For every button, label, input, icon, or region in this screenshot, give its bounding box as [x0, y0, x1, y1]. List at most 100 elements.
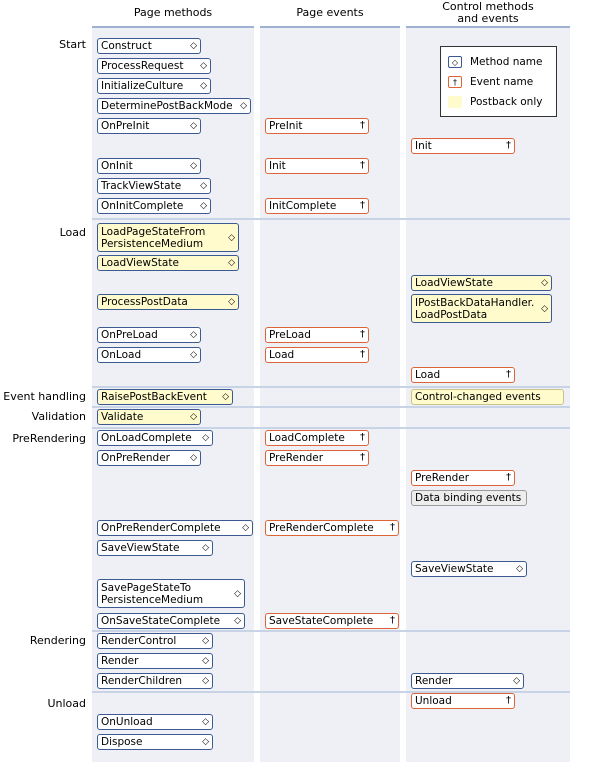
diamond-icon: ◇: [202, 656, 209, 666]
dagger-icon: †: [360, 329, 365, 340]
phase-unload: Unload: [47, 697, 86, 710]
control-changed-events: Control-changed events: [411, 389, 564, 405]
diamond-icon: ◇: [541, 303, 548, 314]
phase-rendering: Rendering: [29, 634, 86, 647]
method-raise-postback-event: RaisePostBackEvent◇: [97, 389, 233, 405]
dagger-icon: †: [360, 120, 365, 131]
event-label: PreRender: [415, 472, 470, 484]
diamond-icon: ◇: [516, 564, 523, 574]
diamond-icon: ◇: [234, 588, 241, 599]
method-on-init-complete: OnInitComplete◇: [97, 198, 211, 214]
diamond-icon: ◇: [222, 392, 229, 402]
dagger-icon: †: [360, 452, 365, 463]
control-load: Load †: [411, 367, 515, 383]
diamond-icon: ◇: [513, 676, 520, 686]
postback-swatch: [448, 96, 462, 108]
diamond-icon: ◇: [190, 453, 197, 463]
header-page-events: Page events: [260, 0, 400, 28]
method-label: Render: [415, 675, 453, 687]
method-dispose: Dispose ◇: [97, 734, 213, 750]
method-load-view-state: LoadViewState ◇: [97, 255, 239, 271]
method-on-init: OnInit◇: [97, 158, 201, 174]
header-control-line1: Control methods: [442, 0, 534, 13]
method-label: OnSaveStateComplete: [101, 615, 221, 627]
diamond-icon: ◇: [200, 81, 207, 91]
event-label: Load: [415, 369, 441, 381]
event-pre-load: PreLoad †: [265, 327, 369, 343]
dagger-icon: †: [506, 695, 511, 706]
diamond-icon: ◇: [202, 543, 209, 553]
method-on-save-state-complete: OnSaveStateComplete◇: [97, 613, 245, 629]
event-label: PreInit: [269, 120, 303, 132]
method-on-load: OnLoad ◇: [97, 347, 201, 363]
separator-event-handling: [92, 386, 570, 388]
dagger-icon: †: [360, 200, 365, 211]
legend-postback: Postback only: [448, 95, 542, 109]
control-save-view-state: SaveViewState ◇: [411, 561, 527, 577]
method-label: Render: [101, 655, 139, 667]
event-label: PreRender: [269, 452, 324, 464]
method-label: OnInit: [101, 160, 133, 172]
method-on-unload: OnUnload◇: [97, 714, 213, 730]
method-label: ProcessRequest: [101, 60, 184, 72]
diamond-icon: ◇: [200, 181, 207, 191]
method-render: Render ◇: [97, 653, 213, 669]
control-init: Init†: [411, 138, 515, 154]
method-label: Dispose: [101, 736, 143, 748]
event-label: Init: [269, 160, 286, 172]
method-on-pre-init: OnPreInit◇: [97, 118, 201, 134]
legend-event: † Event name: [448, 75, 533, 89]
method-on-load-complete: OnLoadComplete◇: [97, 430, 213, 446]
legend: ◇ Method name † Event name Postback only: [440, 46, 557, 117]
diamond-icon: ◇: [228, 258, 235, 268]
event-init: Init †: [265, 158, 369, 174]
phase-load: Load: [59, 226, 86, 239]
method-label-line1: LoadPageStateFrom: [101, 225, 206, 238]
column-page-events: [260, 28, 400, 762]
method-label: OnUnload: [101, 716, 153, 728]
dagger-icon: †: [360, 160, 365, 171]
dagger-icon: †: [506, 472, 511, 483]
diamond-icon: ◇: [240, 101, 247, 111]
event-save-state-complete: SaveStateComplete†: [265, 613, 399, 629]
method-label: OnPreRenderComplete: [101, 522, 221, 534]
diamond-icon: ◇: [202, 737, 209, 747]
legend-event-label: Event name: [470, 76, 534, 88]
method-validate: Validate◇: [97, 409, 201, 425]
diamond-icon: ◇: [190, 350, 197, 360]
legend-method-label: Method name: [470, 56, 543, 68]
method-label: OnPreLoad: [101, 329, 158, 341]
method-initialize-culture: InitializeCulture◇: [97, 78, 211, 94]
diamond-icon: ◇: [541, 278, 548, 288]
separator-load: [92, 218, 570, 220]
data-binding-label: Data binding events: [415, 492, 522, 504]
control-load-view-state: LoadViewState◇: [411, 275, 552, 291]
diamond-icon: ◇: [190, 412, 197, 422]
method-label-line1: IPostBackDataHandler.: [415, 296, 535, 309]
event-pre-init: PreInit †: [265, 118, 369, 134]
method-on-pre-load: OnPreLoad◇: [97, 327, 201, 343]
dagger-icon: †: [506, 369, 511, 380]
method-label: SaveViewState: [415, 563, 494, 575]
method-label: SaveViewState: [101, 542, 180, 554]
control-pre-render: PreRender †: [411, 470, 515, 486]
dagger-icon: †: [390, 522, 395, 533]
method-process-post-data: ProcessPostData◇: [97, 294, 239, 310]
event-label: PreLoad: [269, 329, 311, 341]
diamond-icon: ◇: [202, 636, 209, 646]
method-label: OnLoad: [101, 349, 142, 361]
method-label: LoadViewState: [101, 257, 179, 269]
control-changed-label: Control-changed events: [415, 391, 541, 403]
event-label: PreRenderComplete: [269, 522, 374, 534]
diamond-icon: ◇: [190, 121, 197, 131]
method-label: ProcessPostData: [101, 296, 188, 308]
event-pre-render-complete: PreRenderComplete †: [265, 520, 399, 536]
control-ipostback-load-post-data: IPostBackDataHandler.LoadPostData◇: [411, 294, 552, 323]
diamond-icon: ◇: [190, 41, 197, 51]
method-save-view-state: SaveViewState ◇: [97, 540, 213, 556]
diamond-icon: ◇: [242, 523, 249, 533]
